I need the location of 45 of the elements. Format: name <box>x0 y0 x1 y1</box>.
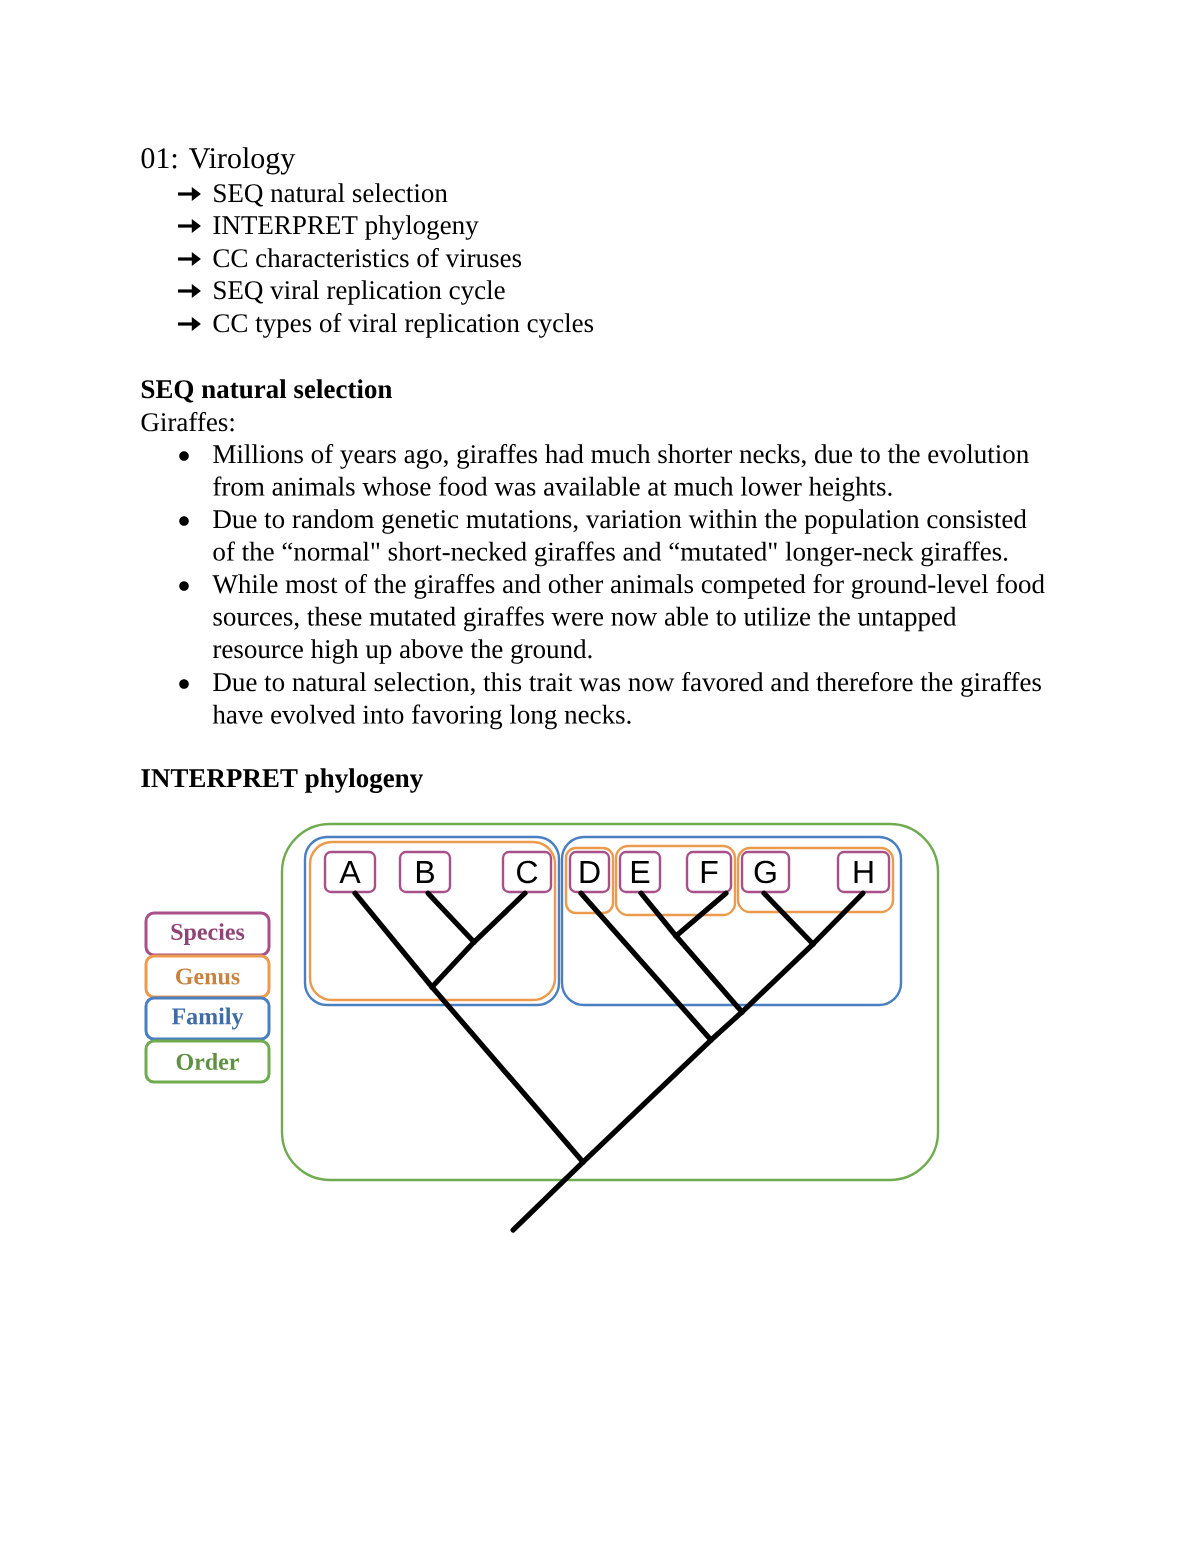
tree-branch <box>425 890 477 945</box>
tree-branch <box>471 890 528 945</box>
tree-branch <box>510 1159 586 1233</box>
tree-branch <box>352 890 435 990</box>
list-item: CC types of viral replication cycles <box>213 313 594 338</box>
species-box: A <box>323 850 377 894</box>
bullet-text: While most of the giraffes and other animals competed for ground-level food sources, these mutated giraffes were now able to utilize the untapped resource high up above the ground. <box>212 574 1045 664</box>
species-box: G <box>740 850 791 894</box>
bullet-text: Millions of years ago, giraffes had much shorter necks, due to the evolution from animals whose food was available at much lower heights. <box>213 444 1029 502</box>
legend-key: Genus <box>144 954 271 999</box>
tree-branch <box>708 1009 745 1043</box>
legend-key: Species <box>144 911 271 957</box>
legend-key: Order <box>144 1039 271 1084</box>
tree-branch <box>429 984 586 1165</box>
list-item: INTERPRET phylogeny <box>213 215 479 240</box>
list-item: SEQ natural selection <box>214 183 448 207</box>
page-title: 01: Virology <box>141 147 296 175</box>
section-heading: SEQ natural selection <box>141 379 392 403</box>
tree-branch <box>580 1037 714 1165</box>
tree-branch <box>638 890 679 939</box>
list-item: SEQ viral replication cycle <box>214 280 505 305</box>
species-box: H <box>836 850 891 894</box>
species-box: F <box>685 850 733 894</box>
list-item: CC characteristics of viruses <box>213 248 522 268</box>
section-heading: INTERPRET phylogeny <box>141 768 423 793</box>
species-box: B <box>398 850 452 894</box>
genus-box <box>736 846 895 914</box>
tree-branch <box>761 890 816 947</box>
bullet-text: Due to natural selection, this trait was now favored and therefore the giraffes have evolved into favoring long necks. <box>212 672 1041 730</box>
bullet-text: Due to random genetic mutations, variation within the population consisted of the “normal" short-necked giraffes and “mutated" longer-neck giraffes. <box>213 509 1027 567</box>
species-box: E <box>618 850 662 894</box>
family-box <box>560 835 903 1007</box>
tree-branch <box>578 890 714 1043</box>
tree-branch <box>429 939 477 990</box>
species-box: C <box>501 850 553 894</box>
tree-branch <box>810 890 866 947</box>
paragraph-text: Giraffes: <box>141 412 234 432</box>
order-box <box>280 822 940 1182</box>
species-box: D <box>568 850 611 894</box>
genus-box <box>614 844 737 917</box>
tree-branch <box>673 890 729 939</box>
genus-box <box>564 846 615 915</box>
tree-branch <box>739 941 816 1015</box>
legend-key: Family <box>144 996 271 1041</box>
tree-branch <box>673 933 745 1015</box>
